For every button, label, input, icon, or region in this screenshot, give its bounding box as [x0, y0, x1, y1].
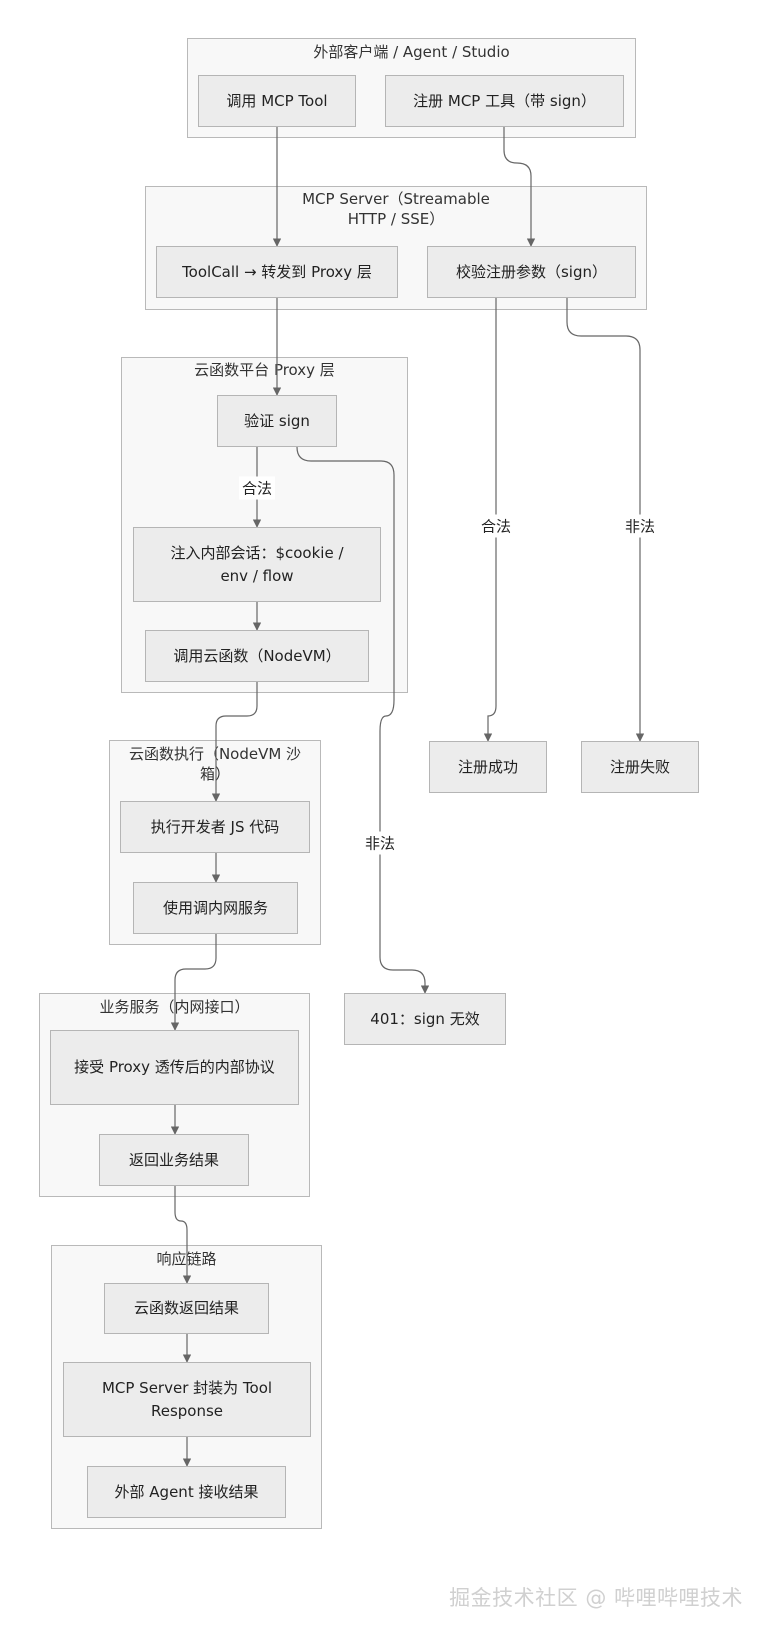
node-register-fail[interactable]: 注册失败: [581, 741, 699, 793]
edge-label-illegal-register: 非法: [621, 514, 659, 538]
node-toolcall-forward[interactable]: ToolCall → 转发到 Proxy 层: [156, 246, 398, 298]
node-inject-session[interactable]: 注入内部会话：$cookie / env / flow: [133, 527, 381, 602]
node-use-intranet[interactable]: 使用调内网服务: [133, 882, 298, 934]
edge-register-to-validate: [503, 127, 536, 247]
edge-invoke-to-exec: [211, 682, 258, 802]
group-title-proxy: 云函数平台 Proxy 层: [194, 361, 335, 379]
group-title-mcp-server: MCP Server（Streamable HTTP / SSE）: [302, 190, 490, 228]
node-fn-return[interactable]: 云函数返回结果: [104, 1283, 269, 1334]
group-title-nodevm: 云函数执行（NodeVM 沙箱）: [128, 745, 302, 783]
node-register-mcp-tool[interactable]: 注册 MCP 工具（带 sign）: [385, 75, 624, 127]
node-validate-register[interactable]: 校验注册参数（sign）: [427, 246, 636, 298]
edge-label-illegal-verify: 非法: [361, 831, 399, 855]
edge-label-legal-register: 合法: [477, 514, 515, 538]
edge-validate-to-success: [483, 298, 497, 742]
edge-label-legal-verify: 合法: [238, 476, 276, 500]
node-call-mcp-tool[interactable]: 调用 MCP Tool: [198, 75, 356, 127]
node-agent-receive[interactable]: 外部 Agent 接收结果: [87, 1466, 286, 1518]
node-wrap-response[interactable]: MCP Server 封装为 Tool Response: [63, 1362, 311, 1437]
node-verify-sign[interactable]: 验证 sign: [217, 395, 337, 447]
edge-validate-to-fail: [566, 298, 645, 742]
edge-intranet-to-accept: [170, 934, 217, 1031]
watermark-text: 掘金技术社区 @ 哔哩哔哩技术: [449, 1586, 743, 1610]
edge-return-to-fn-return: [174, 1186, 192, 1284]
node-return-business[interactable]: 返回业务结果: [99, 1134, 249, 1186]
node-register-success[interactable]: 注册成功: [429, 741, 547, 793]
group-title-client: 外部客户端 / Agent / Studio: [313, 43, 510, 61]
edge-verify-to-401: [296, 446, 430, 994]
node-exec-js[interactable]: 执行开发者 JS 代码: [120, 801, 310, 853]
node-invoke-function[interactable]: 调用云函数（NodeVM）: [145, 630, 369, 682]
node-accept-protocol[interactable]: 接受 Proxy 透传后的内部协议: [50, 1030, 299, 1105]
node-401-invalid-sign[interactable]: 401：sign 无效: [344, 993, 506, 1045]
